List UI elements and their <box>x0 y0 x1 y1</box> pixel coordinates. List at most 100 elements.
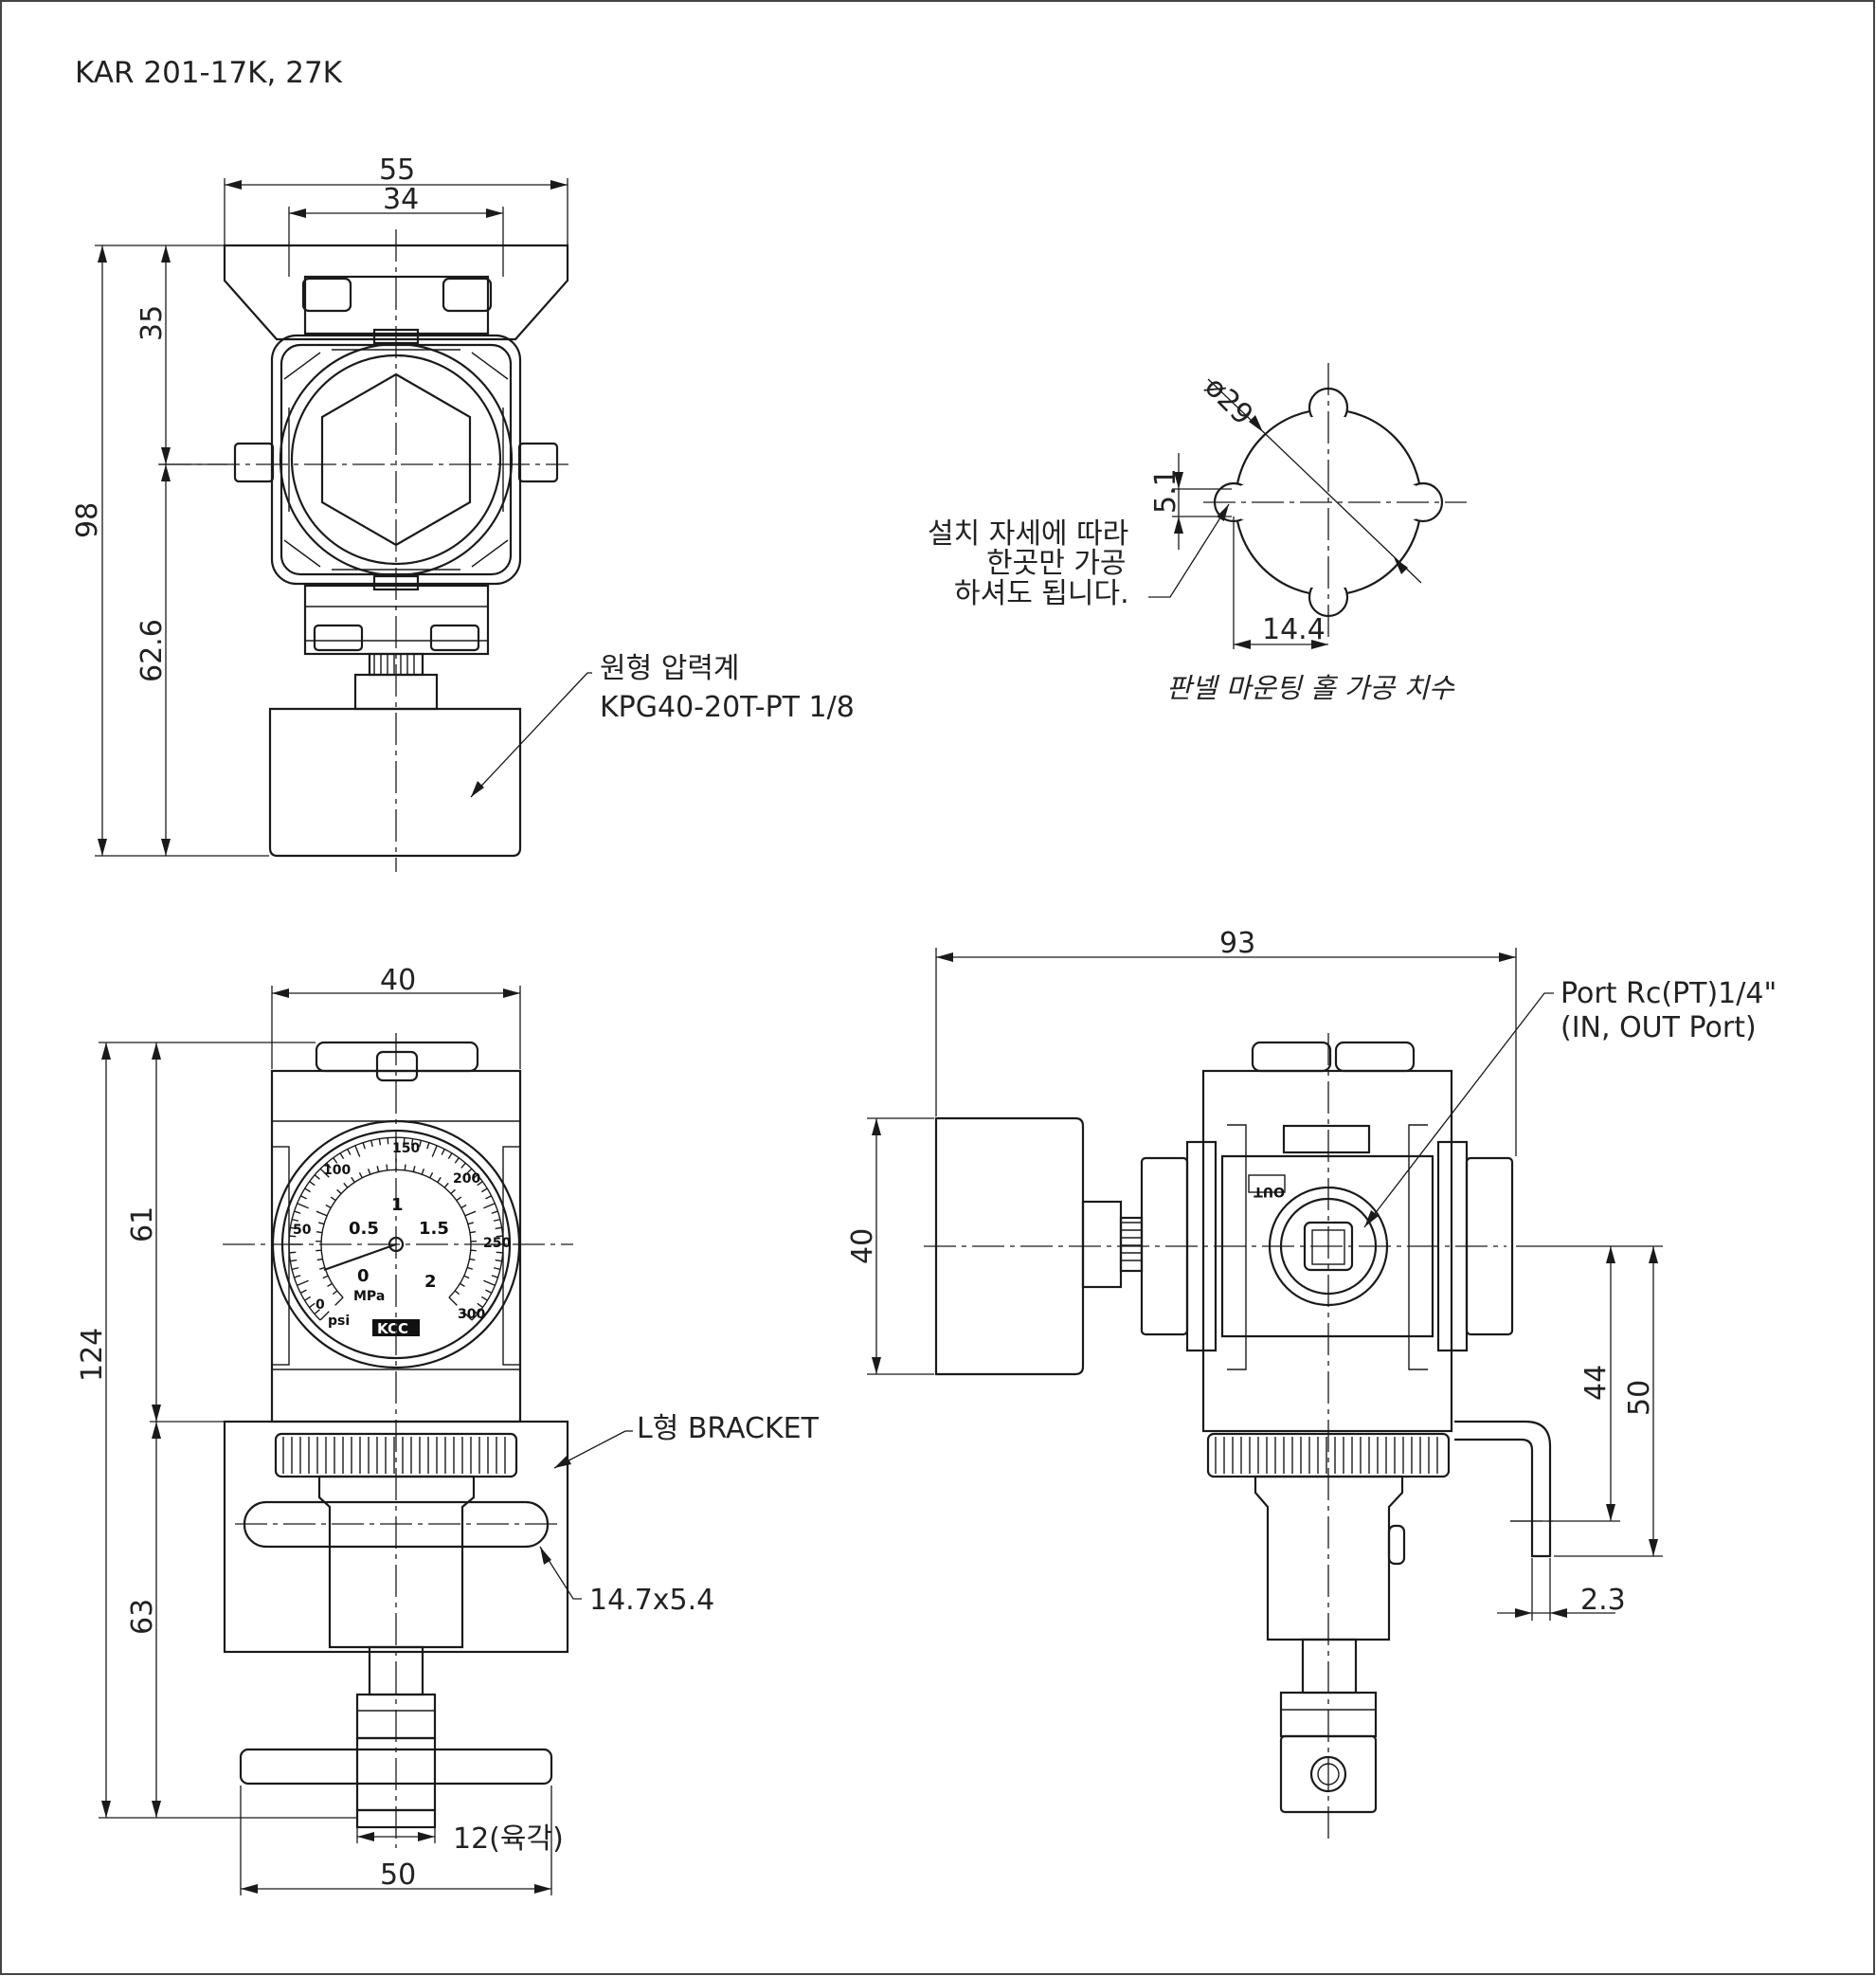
psi-200: 200 <box>453 1171 480 1187</box>
gauge-tick-inner <box>469 1231 477 1234</box>
panel-mount-view: ø29 5.1 14.4 설치 자세에 따라 한곳만 가공 하셔도 됩니다. 판… <box>928 363 1467 704</box>
gauge-tick <box>314 1309 320 1314</box>
gauge-tick <box>460 1162 466 1169</box>
side-knob-knurl <box>1215 1437 1438 1474</box>
gauge-tick-inner <box>459 1282 465 1288</box>
gauge-tick <box>290 1259 298 1262</box>
gauge-tick <box>403 1137 406 1145</box>
gauge-tick <box>289 1251 297 1254</box>
gauge-tick <box>496 1235 503 1238</box>
gauge-ticks <box>289 1137 503 1321</box>
gauge-tick <box>495 1226 502 1230</box>
psi-250: 250 <box>483 1236 511 1251</box>
dim-63: 63 <box>126 1599 159 1635</box>
gauge-tick <box>319 1168 330 1178</box>
gauge-tick-inner <box>421 1169 425 1175</box>
front-view: 0 50 100 150 200 250 300 0 0.5 1 1.5 2 M… <box>76 964 820 1895</box>
gauge-tick-inner <box>437 1176 442 1183</box>
dim-2-3: 2.3 <box>1580 1584 1626 1617</box>
dim-55: 55 <box>379 154 415 187</box>
gauge-tick-inner <box>336 1188 342 1194</box>
dim-40-front: 40 <box>380 964 416 997</box>
gauge-tick <box>339 1152 345 1159</box>
gauge-tick-inner <box>469 1258 476 1261</box>
note-line1: 설치 자세에 따라 <box>928 517 1128 551</box>
psi-50: 50 <box>293 1223 312 1238</box>
note-line3: 하셔도 됩니다. <box>954 577 1129 610</box>
gauge-callout-line1: 원형 압력계 <box>600 652 740 685</box>
gauge-tick <box>309 1181 316 1187</box>
gauge-tick <box>485 1195 493 1200</box>
gauge-tick <box>410 1138 414 1146</box>
gauge-tick-inner <box>463 1275 470 1279</box>
gauge-tick <box>496 1251 503 1254</box>
gauge-tick-inner <box>343 1182 349 1188</box>
gauge-tick <box>493 1218 501 1222</box>
gauge-tick <box>299 1195 307 1200</box>
gauge-tick <box>290 1226 298 1230</box>
bracket-label: L형 BRACKET <box>637 1412 820 1445</box>
gauge-tick-inner <box>467 1222 474 1225</box>
gauge-tick <box>493 1267 501 1271</box>
gauge-tick <box>289 1235 297 1238</box>
gauge-tick-inner <box>325 1204 332 1209</box>
gauge-tick <box>294 1210 301 1214</box>
gauge-tick-inner <box>429 1171 434 1178</box>
gauge-tick <box>419 1139 423 1148</box>
mpa-0-5: 0.5 <box>349 1219 379 1239</box>
gauge-tick-inner <box>330 1196 336 1202</box>
psi-150: 150 <box>392 1141 420 1156</box>
gauge-tick <box>481 1187 488 1193</box>
port-label-line2: (IN, OUT Port) <box>1560 1011 1757 1044</box>
mpa-1-5: 1.5 <box>419 1219 449 1239</box>
gauge-tick <box>472 1174 478 1180</box>
dim-62-6: 62.6 <box>135 619 169 682</box>
mpa-0: 0 <box>357 1266 370 1286</box>
gauge-tick-inner <box>332 1290 338 1296</box>
gauge-tick <box>426 1142 430 1150</box>
hex-label: 12(육각) <box>453 1822 564 1856</box>
gauge-tick <box>370 1139 373 1148</box>
out-mark: OUT <box>1254 1184 1285 1199</box>
gauge-tick <box>378 1138 382 1146</box>
gauge-tick <box>362 1142 366 1150</box>
dim-35: 35 <box>135 305 169 341</box>
dim-61: 61 <box>126 1206 159 1242</box>
dim-50-side: 50 <box>1623 1380 1656 1416</box>
gauge-tick <box>294 1275 301 1278</box>
note-line2: 한곳만 가공 <box>986 547 1127 580</box>
gauge-tick-inner <box>386 1164 388 1170</box>
top-view: 55 34 98 35 62.6 원형 압력계 KPG40-20T-PT 1/8 <box>71 154 855 872</box>
dim-5-1: 5.1 <box>1149 468 1182 514</box>
gauge-tick <box>483 1279 496 1286</box>
gauge-tick-inner <box>318 1222 325 1225</box>
psi-unit: psi <box>328 1314 350 1329</box>
gauge-tick <box>333 1157 338 1164</box>
gauge-tick-inner <box>367 1169 371 1175</box>
gauge-tick <box>477 1181 483 1187</box>
gauge-tick <box>483 1203 496 1209</box>
gauge-tick-inner <box>316 1231 323 1234</box>
gauge-tick-inner <box>322 1275 329 1279</box>
gauge-tick-inner <box>351 1176 355 1183</box>
gauge-tick-inner <box>316 1258 323 1261</box>
psi-100: 100 <box>323 1163 351 1178</box>
gauge-tick <box>314 1174 320 1180</box>
dim-44: 44 <box>1579 1365 1613 1401</box>
gauge-tick-inner <box>448 1296 458 1306</box>
dim-50-front: 50 <box>380 1858 416 1892</box>
gauge-tick <box>291 1218 299 1222</box>
gauge-tick <box>454 1157 460 1164</box>
dim-34: 34 <box>383 183 419 216</box>
gauge-tick <box>297 1203 309 1209</box>
gauge-tick <box>326 1162 332 1169</box>
brand-text: KCC <box>377 1320 408 1337</box>
gauge-tick <box>447 1152 453 1159</box>
gauge-tick-inner <box>464 1210 477 1217</box>
gauge-tick-inner <box>412 1166 416 1172</box>
psi-0: 0 <box>316 1297 325 1313</box>
gauge-tick <box>495 1259 502 1262</box>
gauge-tick <box>485 1289 493 1294</box>
gauge-tick <box>354 1145 361 1157</box>
